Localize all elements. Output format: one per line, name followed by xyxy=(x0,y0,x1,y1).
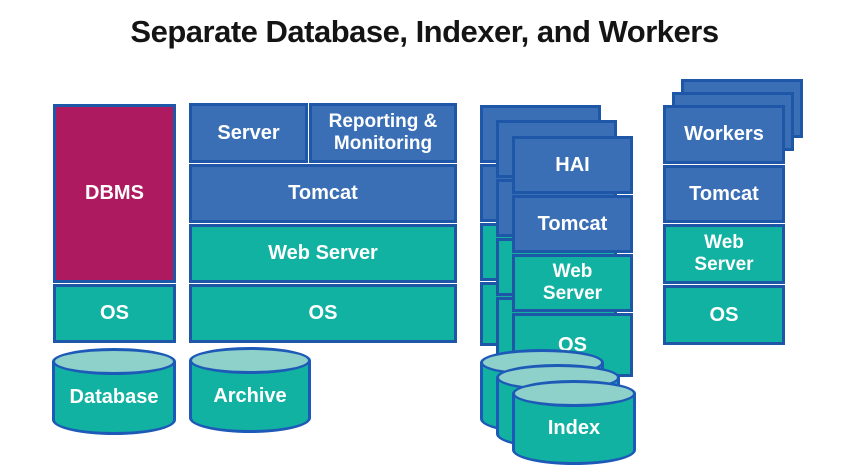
block-tomcat-workers: Tomcat xyxy=(663,165,785,223)
block-web-server-workers: Web Server xyxy=(663,224,785,284)
block-workers-label: Workers xyxy=(684,123,764,145)
block-os-database: OS xyxy=(53,284,176,343)
block-hai-label: HAI xyxy=(555,153,590,176)
block-tomcat-app-label: Tomcat xyxy=(288,182,358,204)
block-tomcat-indexer: Tomcat xyxy=(512,195,633,253)
block-dbms-label: DBMS xyxy=(85,182,144,204)
database-cylinder-label: Database xyxy=(69,386,159,408)
block-os-app-label: OS xyxy=(308,302,338,324)
block-web-server-app-label: Web Server xyxy=(268,242,378,264)
block-web-server-app: Web Server xyxy=(189,224,457,283)
database-cylinder: Database xyxy=(52,348,176,435)
block-web-server-workers-label: Web Server xyxy=(694,232,754,275)
database-cylinder-top xyxy=(52,348,176,375)
indexer-stack-layer-front: HAI Tomcat Web Server OS Index xyxy=(512,136,636,476)
index-cylinder: Index xyxy=(512,380,636,465)
archive-cylinder-body xyxy=(189,360,311,433)
block-os-database-label: OS xyxy=(100,302,129,324)
block-os-workers: OS xyxy=(663,285,785,345)
archive-cylinder: Archive xyxy=(189,347,311,433)
diagram-title: Separate Database, Indexer, and Workers xyxy=(130,14,719,49)
block-workers: Workers xyxy=(663,105,785,164)
block-reporting-monitoring: Reporting & Monitoring xyxy=(309,103,457,163)
block-os-workers-label: OS xyxy=(709,303,739,326)
index-cylinder-label: Index xyxy=(547,417,601,439)
block-server-label: Server xyxy=(217,121,280,144)
block-web-server-indexer: Web Server xyxy=(512,254,633,312)
block-hai: HAI xyxy=(512,136,633,194)
archive-cylinder-top xyxy=(189,347,311,374)
block-os-app: OS xyxy=(189,284,457,343)
block-tomcat-indexer-label: Tomcat xyxy=(537,212,608,235)
block-reporting-monitoring-label: Reporting & Monitoring xyxy=(328,111,438,154)
archive-cylinder-label: Archive xyxy=(213,384,287,407)
block-tomcat-workers-label: Tomcat xyxy=(689,182,759,205)
block-web-server-indexer-label: Web Server xyxy=(542,261,603,304)
block-tomcat-app: Tomcat xyxy=(189,164,457,223)
block-server: Server xyxy=(189,103,308,163)
block-dbms: DBMS xyxy=(53,104,176,283)
index-cylinder-top xyxy=(512,380,636,407)
